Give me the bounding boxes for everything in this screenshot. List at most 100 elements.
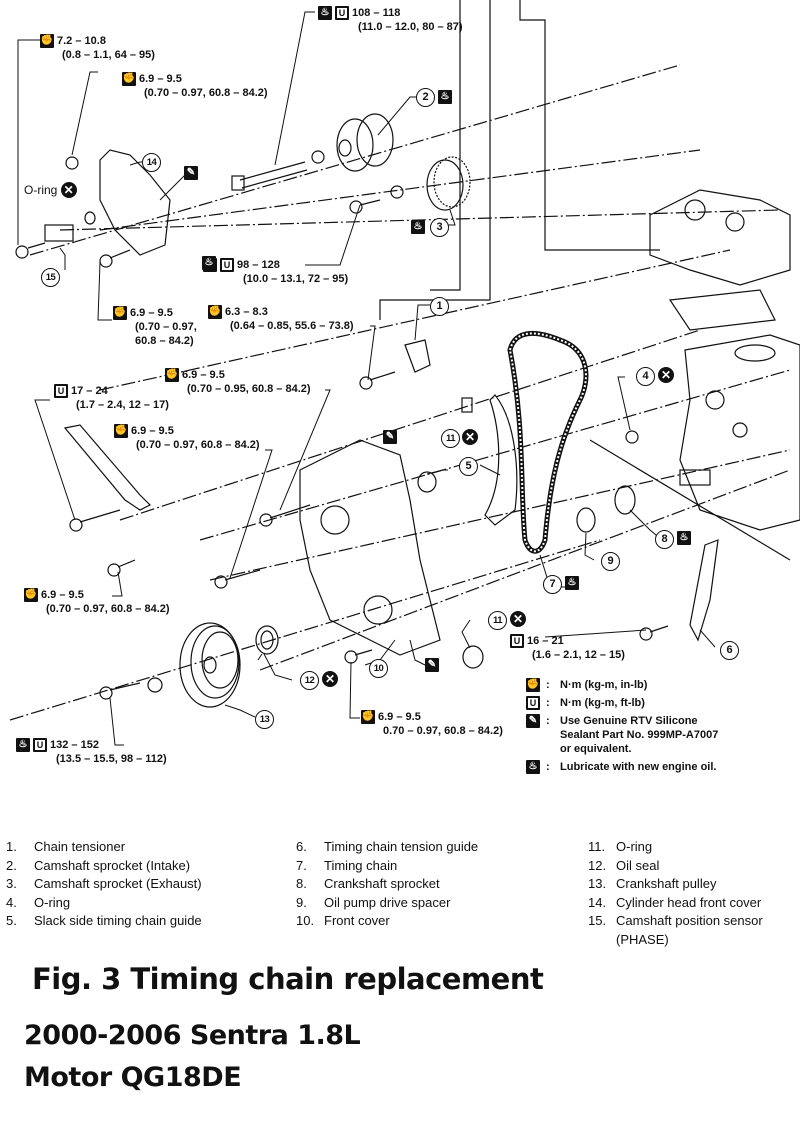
o-ring-sensor [84, 211, 96, 225]
oil-can-icon: ♨ [16, 738, 30, 752]
oil-can-icon: ♨ [202, 256, 216, 270]
oil-pump-spacer [576, 507, 596, 533]
parts-list-item: 13.Crankshaft pulley [588, 876, 717, 891]
sealant-tube-icon: ✎ [184, 166, 198, 180]
cylinder-head-front-cover [99, 149, 171, 256]
vehicle-subtitle: 2000-2006 Sentra 1.8L [24, 1020, 361, 1051]
do-not-reuse-x-icon: ✕ [462, 429, 478, 445]
callout-9: 9 [601, 552, 620, 571]
torque-spec: ✊6.9 – 9.5 0.70 – 0.97, 60.8 – 84.2) [361, 710, 503, 737]
parts-list-item: 14.Cylinder head front cover [588, 894, 762, 910]
parts-list-col-3: 11.O-ring 12.Oil seal 13.Crankshaft pull… [588, 838, 763, 949]
do-not-reuse-x-icon: ✕ [60, 182, 77, 198]
oil-can-icon: ♨ [677, 531, 691, 545]
parts-list-item: 5.Slack side timing chain guide [6, 913, 202, 928]
do-not-reuse-x-icon: ✕ [510, 611, 526, 627]
callout-8: 8 [655, 530, 674, 549]
torque-spec: ✊6.9 – 9.5 (0.70 – 0.97, 60.8 – 84.2) [114, 424, 260, 451]
bolts [15, 156, 669, 700]
parts-list-item: 8.Crankshaft sprocket [296, 876, 440, 891]
legend-item: U:N·m (kg-m, ft-lb) [526, 696, 718, 710]
o-ring-label: O-ring ✕ [24, 182, 77, 198]
parts-list-item: 10.Front cover [296, 913, 390, 928]
torque-wrench-inlb-icon: ✊ [208, 305, 222, 319]
crankshaft-sprocket-drawing [614, 485, 636, 515]
torque-wrench-inlb-icon: ✊ [24, 588, 38, 602]
tension-guide [689, 539, 719, 642]
torque-wrench-inlb-icon: ✊ [40, 34, 54, 48]
torque-wrench-inlb-icon: ✊ [526, 678, 540, 692]
callout-14: 14 [142, 153, 161, 172]
oil-can-icon: ♨ [526, 760, 540, 774]
parts-list-item: 6.Timing chain tension guide [296, 839, 479, 854]
do-not-reuse-x-icon: ✕ [322, 671, 338, 687]
callout-11-upper: 11 [441, 429, 460, 448]
torque-wrench-inlb-icon: ✊ [165, 368, 179, 382]
torque-wrench-ftlb-icon: U [33, 738, 47, 752]
torque-spec: ♨U98 – 128 (10.0 – 13.1, 72 – 95) [203, 258, 348, 286]
callout-5: 5 [459, 457, 478, 476]
washer [311, 150, 325, 164]
parts-list-item: 15.Camshaft position sensor(PHASE) [588, 913, 763, 947]
torque-wrench-inlb-icon: ✊ [113, 306, 127, 320]
do-not-reuse-x-icon: ✕ [658, 367, 674, 383]
torque-wrench-ftlb-icon: U [335, 6, 349, 20]
torque-spec: ✊6.9 – 9.5 (0.70 – 0.97, 60.8 – 84.2) [24, 588, 170, 615]
callout-12: 12 [300, 671, 319, 690]
callout-10: 10 [369, 659, 388, 678]
sealant-tube-icon: ✎ [425, 658, 439, 672]
exploded-diagram: ✊7.2 – 10.8 (0.8 – 1.1, 64 – 95) ✊6.9 – … [9, 0, 800, 766]
slack-side-guide [484, 394, 518, 526]
torque-spec: ✊6.3 – 8.3 (0.64 – 0.85, 55.6 – 73.8) [208, 305, 354, 332]
oil-can-icon: ♨ [318, 6, 332, 20]
chain-tensioner [404, 339, 431, 373]
cylinder-head [649, 189, 791, 331]
engine-block [679, 334, 800, 531]
legend-item: ♨:Lubricate with new engine oil. [526, 760, 718, 774]
timing-chain [507, 330, 589, 554]
oil-seal [255, 625, 279, 655]
parts-list-item: 9.Oil pump drive spacer [296, 894, 451, 910]
torque-wrench-ftlb-icon: U [54, 384, 68, 398]
washer [390, 185, 404, 199]
torque-wrench-ftlb-icon: U [220, 258, 234, 272]
callout-6: 6 [720, 641, 739, 660]
parts-list-item: 2.Camshaft sprocket (Intake) [6, 857, 191, 873]
tensioner-plunger [461, 397, 473, 413]
callout-13: 13 [255, 710, 274, 729]
torque-wrench-inlb-icon: ✊ [114, 424, 128, 438]
callout-11-lower: 11 [488, 611, 507, 630]
torque-wrench-ftlb-icon: U [510, 634, 524, 648]
camshaft-position-sensor [44, 224, 74, 242]
oil-can-icon: ♨ [411, 220, 425, 234]
legend-item: ✊:N·m (kg-m, in-lb) [526, 678, 648, 692]
parts-list-item: 11.O-ring [588, 839, 653, 854]
parts-list-col-2: 6.Timing chain tension guide 7.Timing ch… [296, 838, 478, 931]
front-cover [299, 439, 441, 656]
torque-wrench-inlb-icon: ✊ [122, 72, 136, 86]
o-ring-11-upper [417, 471, 437, 493]
oil-can-icon: ♨ [565, 576, 579, 590]
bracket [63, 424, 152, 511]
callout-4: 4 [636, 367, 655, 386]
sealant-tube-icon: ✎ [526, 714, 540, 728]
parts-list-item: 4.O-ring [6, 894, 71, 910]
callout-3: 3 [430, 218, 449, 237]
symbol-legend: ✊:N·m (kg-m, in-lb) U:N·m (kg-m, ft-lb) … [526, 678, 718, 778]
axis-lines [9, 64, 791, 721]
torque-spec: ✊6.9 – 9.5 (0.70 – 0.95, 60.8 – 84.2) [165, 368, 311, 395]
parts-list-item: 7.Timing chain [296, 857, 398, 873]
sealant-tube-icon: ✎ [383, 430, 397, 444]
o-ring-11-lower [462, 645, 484, 669]
section-outlines [379, 0, 791, 561]
torque-spec: ✊6.9 – 9.5 (0.70 – 0.97, 60.8 – 84.2) [113, 306, 197, 347]
intake-sprocket [336, 113, 394, 172]
torque-wrench-ftlb-icon: U [526, 696, 540, 710]
callout-15: 15 [41, 268, 60, 287]
o-ring-4 [625, 430, 639, 444]
oil-can-icon: ♨ [438, 90, 452, 104]
engine-subtitle: Motor QG18DE [24, 1062, 242, 1093]
